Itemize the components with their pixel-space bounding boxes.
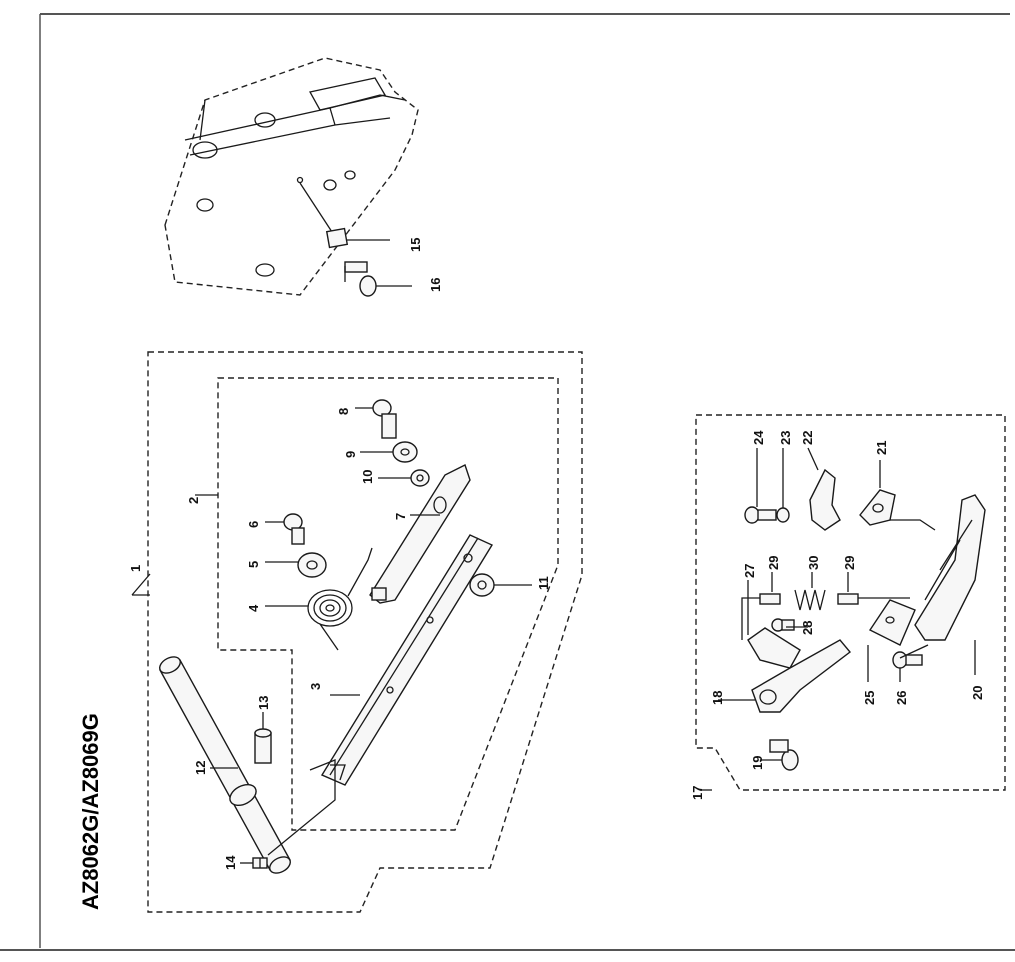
label-13: 13 [256, 696, 271, 710]
assembly-1: 1 2 3 7 4 5 [128, 351, 583, 913]
part-27-lever [747, 627, 801, 669]
label-2: 2 [186, 497, 201, 504]
part-10-collar [410, 469, 430, 487]
assembly-17: 17 20 21 22 23 24 [690, 414, 1006, 800]
label-15: 15 [408, 238, 423, 252]
part-29a-pin [759, 593, 781, 605]
part-14-set-screw [252, 857, 268, 869]
part-19-screw [769, 739, 799, 771]
label-11: 11 [536, 576, 551, 590]
label-4: 4 [246, 604, 261, 612]
label-12: 12 [193, 761, 208, 775]
label-17: 17 [690, 786, 705, 800]
machine-bed-drawing: 15 16 [164, 57, 443, 297]
label-5: 5 [246, 561, 261, 568]
label-1: 1 [128, 565, 143, 572]
part-16-screw [344, 261, 412, 297]
part-9-washer [392, 441, 418, 463]
part-3-lever-plate [320, 534, 494, 786]
part-15-nut [325, 227, 349, 249]
part-12-shaft [159, 656, 291, 874]
part-23-washer [776, 507, 790, 523]
part-5-washer [297, 552, 327, 578]
label-9: 9 [343, 451, 358, 458]
part-20-presser-foot [914, 494, 986, 641]
label-3: 3 [308, 683, 323, 690]
label-10: 10 [360, 470, 375, 484]
part-13-pin [254, 728, 272, 764]
part-11-roller [469, 573, 495, 597]
label-20: 20 [970, 686, 985, 700]
label-29b: 29 [842, 556, 857, 570]
label-30: 30 [806, 556, 821, 570]
part-8-stud [372, 399, 397, 439]
label-6: 6 [246, 521, 261, 528]
part-30-spring [794, 589, 826, 611]
label-25: 25 [862, 691, 877, 705]
label-14: 14 [223, 855, 238, 870]
part-22-spring-plate [809, 468, 841, 531]
label-22: 22 [800, 431, 815, 445]
label-7: 7 [393, 513, 408, 520]
label-24: 24 [751, 430, 766, 445]
label-26: 26 [894, 691, 909, 705]
label-16: 16 [428, 278, 443, 292]
part-21-plate [859, 489, 896, 526]
label-18: 18 [710, 691, 725, 705]
label-27: 27 [742, 564, 757, 578]
part-6-screw [283, 513, 305, 545]
part-28-screw [771, 618, 795, 632]
label-21: 21 [874, 441, 889, 455]
part-18-clamp [751, 639, 852, 713]
label-29a: 29 [766, 556, 781, 570]
label-8: 8 [336, 408, 351, 415]
part-4-coil-spring [307, 547, 373, 651]
label-28: 28 [800, 621, 815, 635]
model-title: AZ8062G/AZ8069G [78, 713, 103, 910]
label-19: 19 [750, 756, 765, 770]
part-29b-pin [837, 593, 859, 605]
part-25-block [868, 599, 916, 646]
label-23: 23 [778, 431, 793, 445]
part-24-screw [744, 506, 777, 524]
